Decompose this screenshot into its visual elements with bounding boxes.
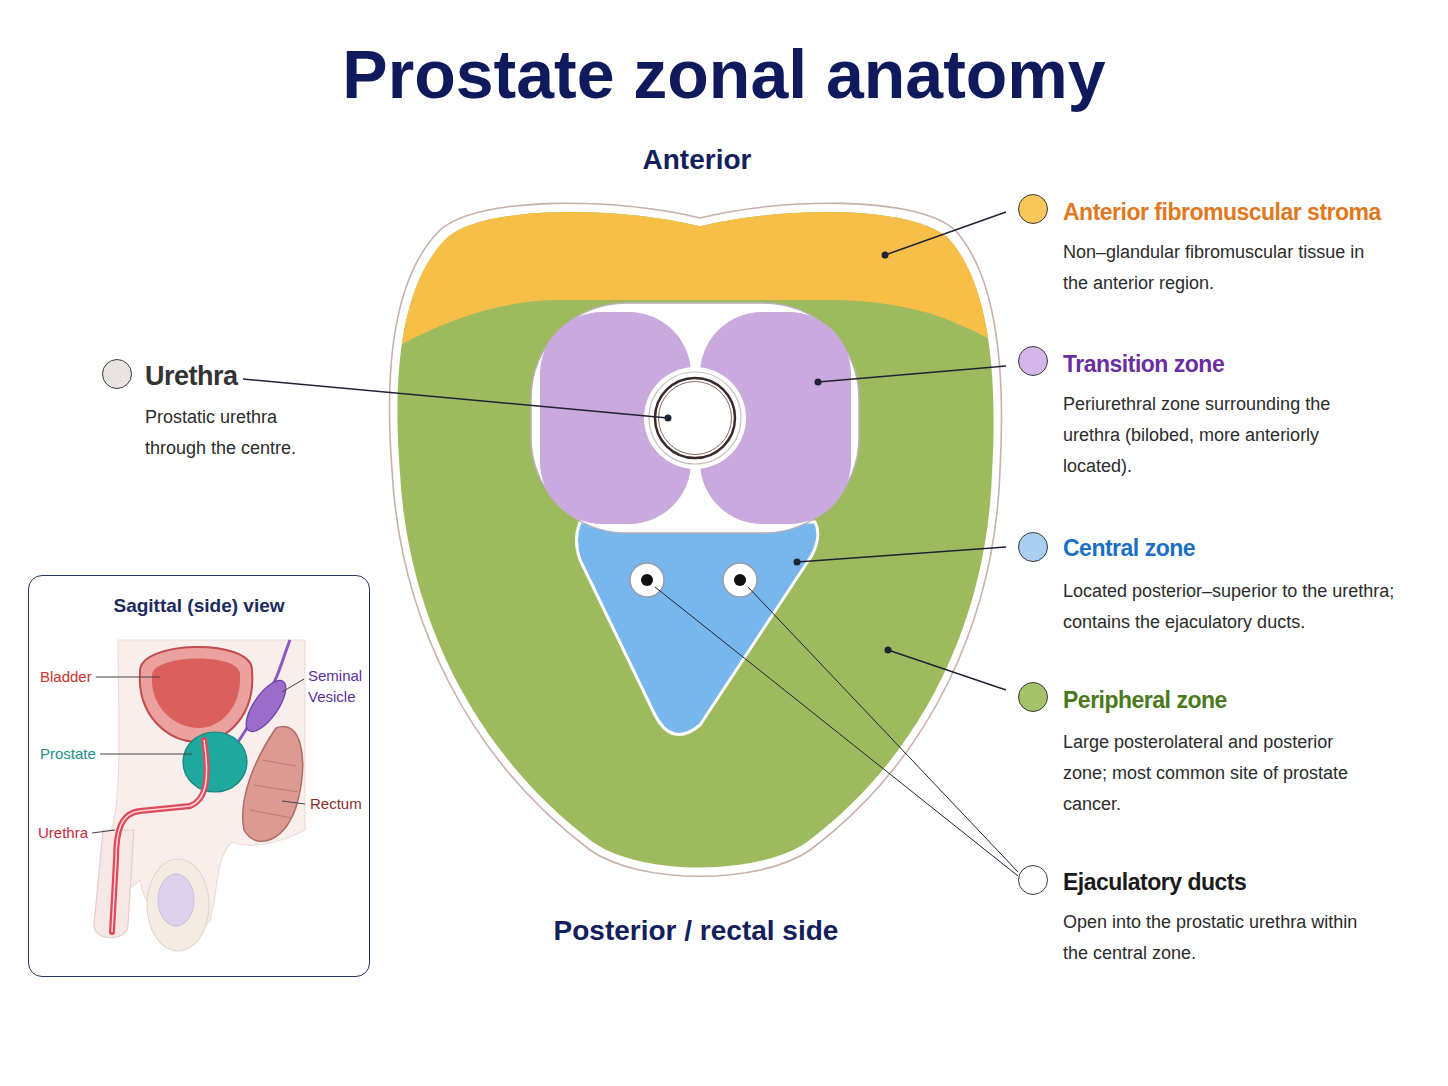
leader-lines — [243, 212, 1018, 876]
diagram-title: Prostate zonal anatomy — [0, 34, 1448, 114]
leader-line — [748, 587, 1018, 872]
zone-fills — [370, 180, 1020, 900]
bladder-wall — [140, 647, 253, 742]
inset-leaders — [92, 677, 305, 833]
central-zone-shape — [577, 522, 818, 734]
leader-dots — [665, 252, 892, 654]
ejaculatory-duct — [723, 563, 757, 597]
callout-description: Located posterior–superior to the urethr… — [1063, 576, 1408, 638]
rectum-folds — [250, 760, 298, 818]
callout-heading: Central zone — [1063, 533, 1195, 563]
leader-line — [797, 547, 1006, 562]
inset-panel: Sagittal (side) view — [28, 575, 370, 977]
prostate-gland — [183, 732, 247, 792]
leader-line — [282, 801, 305, 804]
bladder-lumen — [152, 658, 240, 728]
callout-heading: Ejaculatory ducts — [1063, 867, 1246, 897]
ejaculatory-duct-core — [641, 574, 653, 586]
seminal-vesicle — [239, 675, 293, 738]
transition-zone-left-lobe — [540, 312, 691, 524]
legend-swatch — [1018, 865, 1048, 895]
leader-line — [885, 212, 1006, 255]
urethra-wall — [655, 378, 735, 458]
callout-description: Large posterolateral and posterior zone;… — [1063, 727, 1368, 820]
callout-heading: Transition zone — [1063, 349, 1224, 379]
urethra-tube-lumen — [112, 740, 207, 932]
ejaculatory-duct — [630, 563, 664, 597]
legend-swatch — [1018, 194, 1048, 224]
callout-heading: Anterior fibromuscular stroma — [1063, 197, 1381, 227]
leader-line — [92, 830, 115, 833]
legend-swatch — [1018, 532, 1048, 562]
legend-swatch — [102, 359, 132, 389]
callout-description: Periurethral zone surrounding the urethr… — [1063, 389, 1363, 482]
legend-swatch — [1018, 682, 1048, 712]
part-name: Rectum — [310, 794, 362, 814]
legend-swatch — [1018, 346, 1048, 376]
leader-dot — [794, 559, 801, 566]
leader-dot — [815, 379, 822, 386]
transition-zone-border — [531, 303, 859, 533]
leader-line — [100, 754, 192, 755]
callout-description: Prostatic urethra through the centre. — [145, 402, 320, 464]
sagittal-illustration — [92, 640, 305, 951]
scrotum — [147, 859, 209, 951]
leader-dot — [885, 647, 892, 654]
leader-line — [282, 679, 304, 692]
leader-line — [96, 677, 160, 678]
part-name: Prostate — [40, 744, 96, 764]
urethra-lumen — [659, 382, 732, 455]
callout-description: Open into the prostatic urethra within t… — [1063, 907, 1363, 969]
orientation-label: Anterior — [547, 143, 847, 177]
peripheral-zone-shape — [370, 180, 1020, 900]
leader-dot — [665, 415, 672, 422]
leader-dot — [882, 252, 889, 259]
ejaculatory-duct-core — [734, 574, 746, 586]
leader-line — [243, 379, 668, 418]
part-name: Seminal Vesicle — [308, 665, 370, 707]
urethra-tube — [112, 740, 207, 932]
callout-heading: Urethra — [145, 361, 238, 391]
rectum — [243, 727, 303, 842]
urethra-gap — [644, 367, 746, 469]
testis — [158, 874, 194, 926]
leader-line — [818, 366, 1006, 382]
part-name: Urethra — [38, 823, 88, 843]
panel-heading: Sagittal (side) view — [29, 594, 369, 618]
callout-description: Non–glandular fibromuscular tissue in th… — [1063, 237, 1381, 299]
leader-line — [655, 587, 1018, 876]
orientation-label: Posterior / rectal side — [446, 914, 946, 948]
callout-heading: Peripheral zone — [1063, 685, 1227, 715]
leader-line — [888, 650, 1006, 690]
part-name: Bladder — [40, 667, 92, 687]
